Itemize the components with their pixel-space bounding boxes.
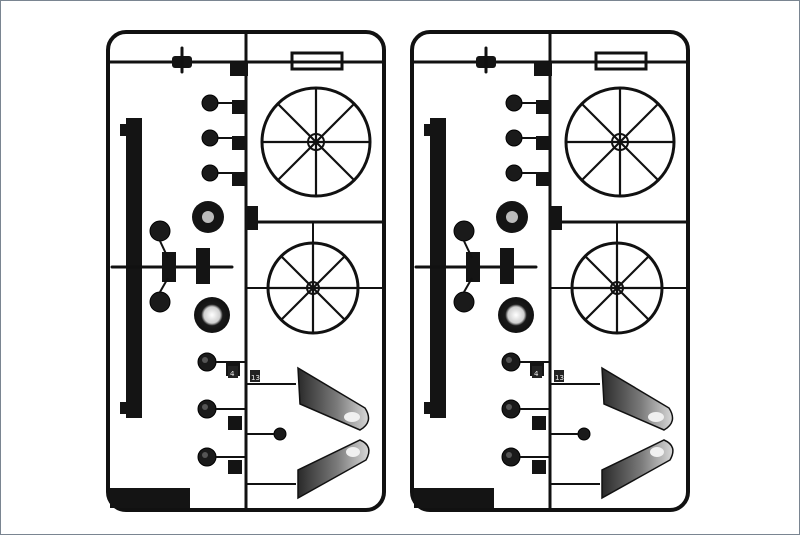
sprue-left: 4 13 xyxy=(106,30,386,512)
part-number-4: 4 xyxy=(534,370,539,378)
part-number-13: 13 xyxy=(555,374,564,382)
sprue-right: 4 13 xyxy=(410,30,690,512)
part-number-4: 4 xyxy=(230,370,235,378)
part-number-13: 13 xyxy=(251,374,260,382)
